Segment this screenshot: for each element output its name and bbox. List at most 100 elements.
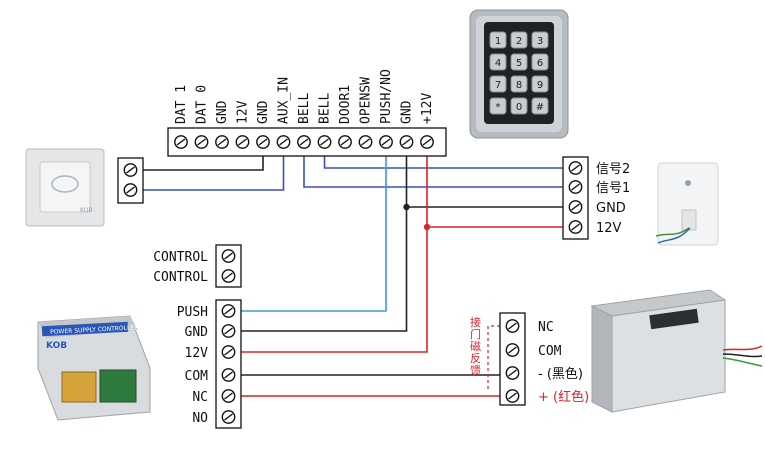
svg-text:9: 9 (537, 80, 543, 91)
controller-terminal-screw (358, 135, 373, 149)
controller-terminal-label: BELL (318, 93, 333, 124)
control-terminal-screw (221, 269, 236, 283)
power-supply-terminal-label: 12V (185, 346, 209, 361)
power-supply-terminal-screw (221, 368, 236, 382)
controller-terminal-label: GND (400, 100, 415, 124)
controller-terminal-screw (420, 135, 434, 149)
keypad-key: 3 (531, 31, 549, 49)
door-sensor-label-char: 磁 (470, 340, 481, 353)
power-supply-terminal-screw (221, 304, 236, 318)
door-sensor-label-char: 反 (470, 352, 481, 365)
svg-text:#: # (536, 102, 544, 113)
keypad-key: # (531, 97, 549, 115)
wire-junction (403, 203, 410, 211)
controller-terminal-label: 12V (236, 100, 251, 124)
lock-terminal-screw (505, 389, 520, 403)
exit-button: KOB (25, 148, 105, 227)
doorbell-terminal-label: 12V (596, 221, 622, 236)
svg-text:2: 2 (516, 36, 522, 47)
svg-text:7: 7 (495, 80, 501, 91)
power-supply-terminal-screw (221, 389, 236, 403)
controller-terminal-label: AUX_IN (277, 77, 292, 124)
controller-terminal-label: +12V (420, 93, 435, 124)
svg-text:0: 0 (516, 102, 522, 113)
svg-text:*: * (496, 102, 501, 113)
control-terminal-label: CONTROL (153, 250, 208, 265)
lock-terminal-label: + (红色) (538, 389, 589, 405)
control-terminal-label: CONTROL (153, 270, 208, 285)
doorbell (655, 162, 719, 246)
exit-button-aux-in-wire (137, 148, 285, 191)
power-supply-terminal-label: COM (185, 369, 209, 384)
exit-button-terminal-block (117, 157, 144, 204)
doorbell-terminal-screw (568, 180, 583, 194)
power-supply-terminal-label: NO (192, 411, 208, 426)
keypad-key: 5 (510, 53, 528, 71)
control-terminal-block (215, 244, 242, 288)
doorbell-terminal-screw (568, 200, 583, 214)
doorbell-terminal-screw (568, 220, 583, 234)
controller-terminal-screw (297, 135, 311, 149)
controller-terminal-label: GND (256, 100, 271, 124)
keypad-key: * (489, 97, 507, 115)
controller-terminal-label: PUSH/NO (379, 69, 394, 124)
power-supply-terminal-screw (221, 410, 236, 424)
lock-terminal-screw (505, 366, 520, 380)
keypad-key: 0 (510, 97, 528, 115)
doorbell-terminal-block (562, 156, 589, 240)
power-supply-terminal-screw (221, 324, 236, 338)
exit-button-terminal-screw (123, 163, 138, 177)
control-terminal-screw (221, 249, 236, 263)
controller-terminal-screw (194, 135, 209, 149)
exit-button-brand: KOB (80, 207, 92, 214)
controller-terminal-screw (174, 135, 188, 149)
controller-terminal-block (167, 127, 447, 157)
svg-text:6: 6 (537, 58, 543, 69)
keypad-key: 1 (489, 31, 507, 49)
svg-text:8: 8 (516, 80, 522, 91)
door-sensor-label-char: 门 (470, 327, 481, 341)
exit-button-terminal-screw (123, 183, 138, 197)
power-supply-terminal-label: GND (185, 325, 209, 340)
keypad-key: 4 (489, 53, 507, 71)
gnd-psu-wire (235, 207, 408, 332)
doorbell-terminal-label: 信号1 (596, 181, 630, 196)
bell-signal1-wire (303, 148, 569, 188)
power-supply-terminal-label: NC (192, 390, 208, 405)
controller-terminal-screw (235, 135, 250, 149)
controller-terminal-label: DOOR1 (338, 85, 353, 124)
wire-junction (423, 223, 431, 231)
push-wire (235, 148, 387, 312)
power-psu-wire (235, 227, 428, 353)
svg-text:4: 4 (495, 58, 501, 69)
door-sensor-label-char: 馈 (470, 364, 481, 377)
doorbell-terminal-label: 信号2 (596, 162, 630, 177)
controller-terminal-screw (317, 135, 332, 149)
lock-terminal-label: NC (538, 320, 554, 335)
power-supply-terminal-block (215, 299, 242, 429)
lock-terminal-screw (505, 319, 520, 333)
power-supply-terminal-label: PUSH (177, 305, 208, 320)
controller-terminal-screw (215, 135, 229, 149)
doorbell-terminal-label: GND (596, 201, 626, 216)
lock-terminal-label: COM (538, 344, 562, 359)
controller-terminal-label: BELL (297, 93, 312, 124)
controller-terminal-screw (256, 135, 270, 149)
keypad-key: 6 (531, 53, 549, 71)
power-supply-terminal-screw (221, 345, 236, 359)
controller-terminal-screw (379, 135, 393, 149)
door-sensor-label-char: 接 (470, 316, 481, 329)
controller-terminal-label: DAT 0 (195, 85, 210, 124)
lock-terminal-label: - (黑色) (538, 366, 583, 382)
power-supply-label: POWER SUPPLY CONTROLLER (50, 324, 139, 336)
gnd-doorbell-wire (405, 148, 569, 208)
svg-text:5: 5 (516, 58, 522, 69)
controller-terminal-screw (338, 135, 352, 149)
lock-terminal-block (499, 312, 526, 406)
keypad-key: 7 (489, 75, 507, 93)
doorbell-terminal-screw (568, 161, 583, 175)
